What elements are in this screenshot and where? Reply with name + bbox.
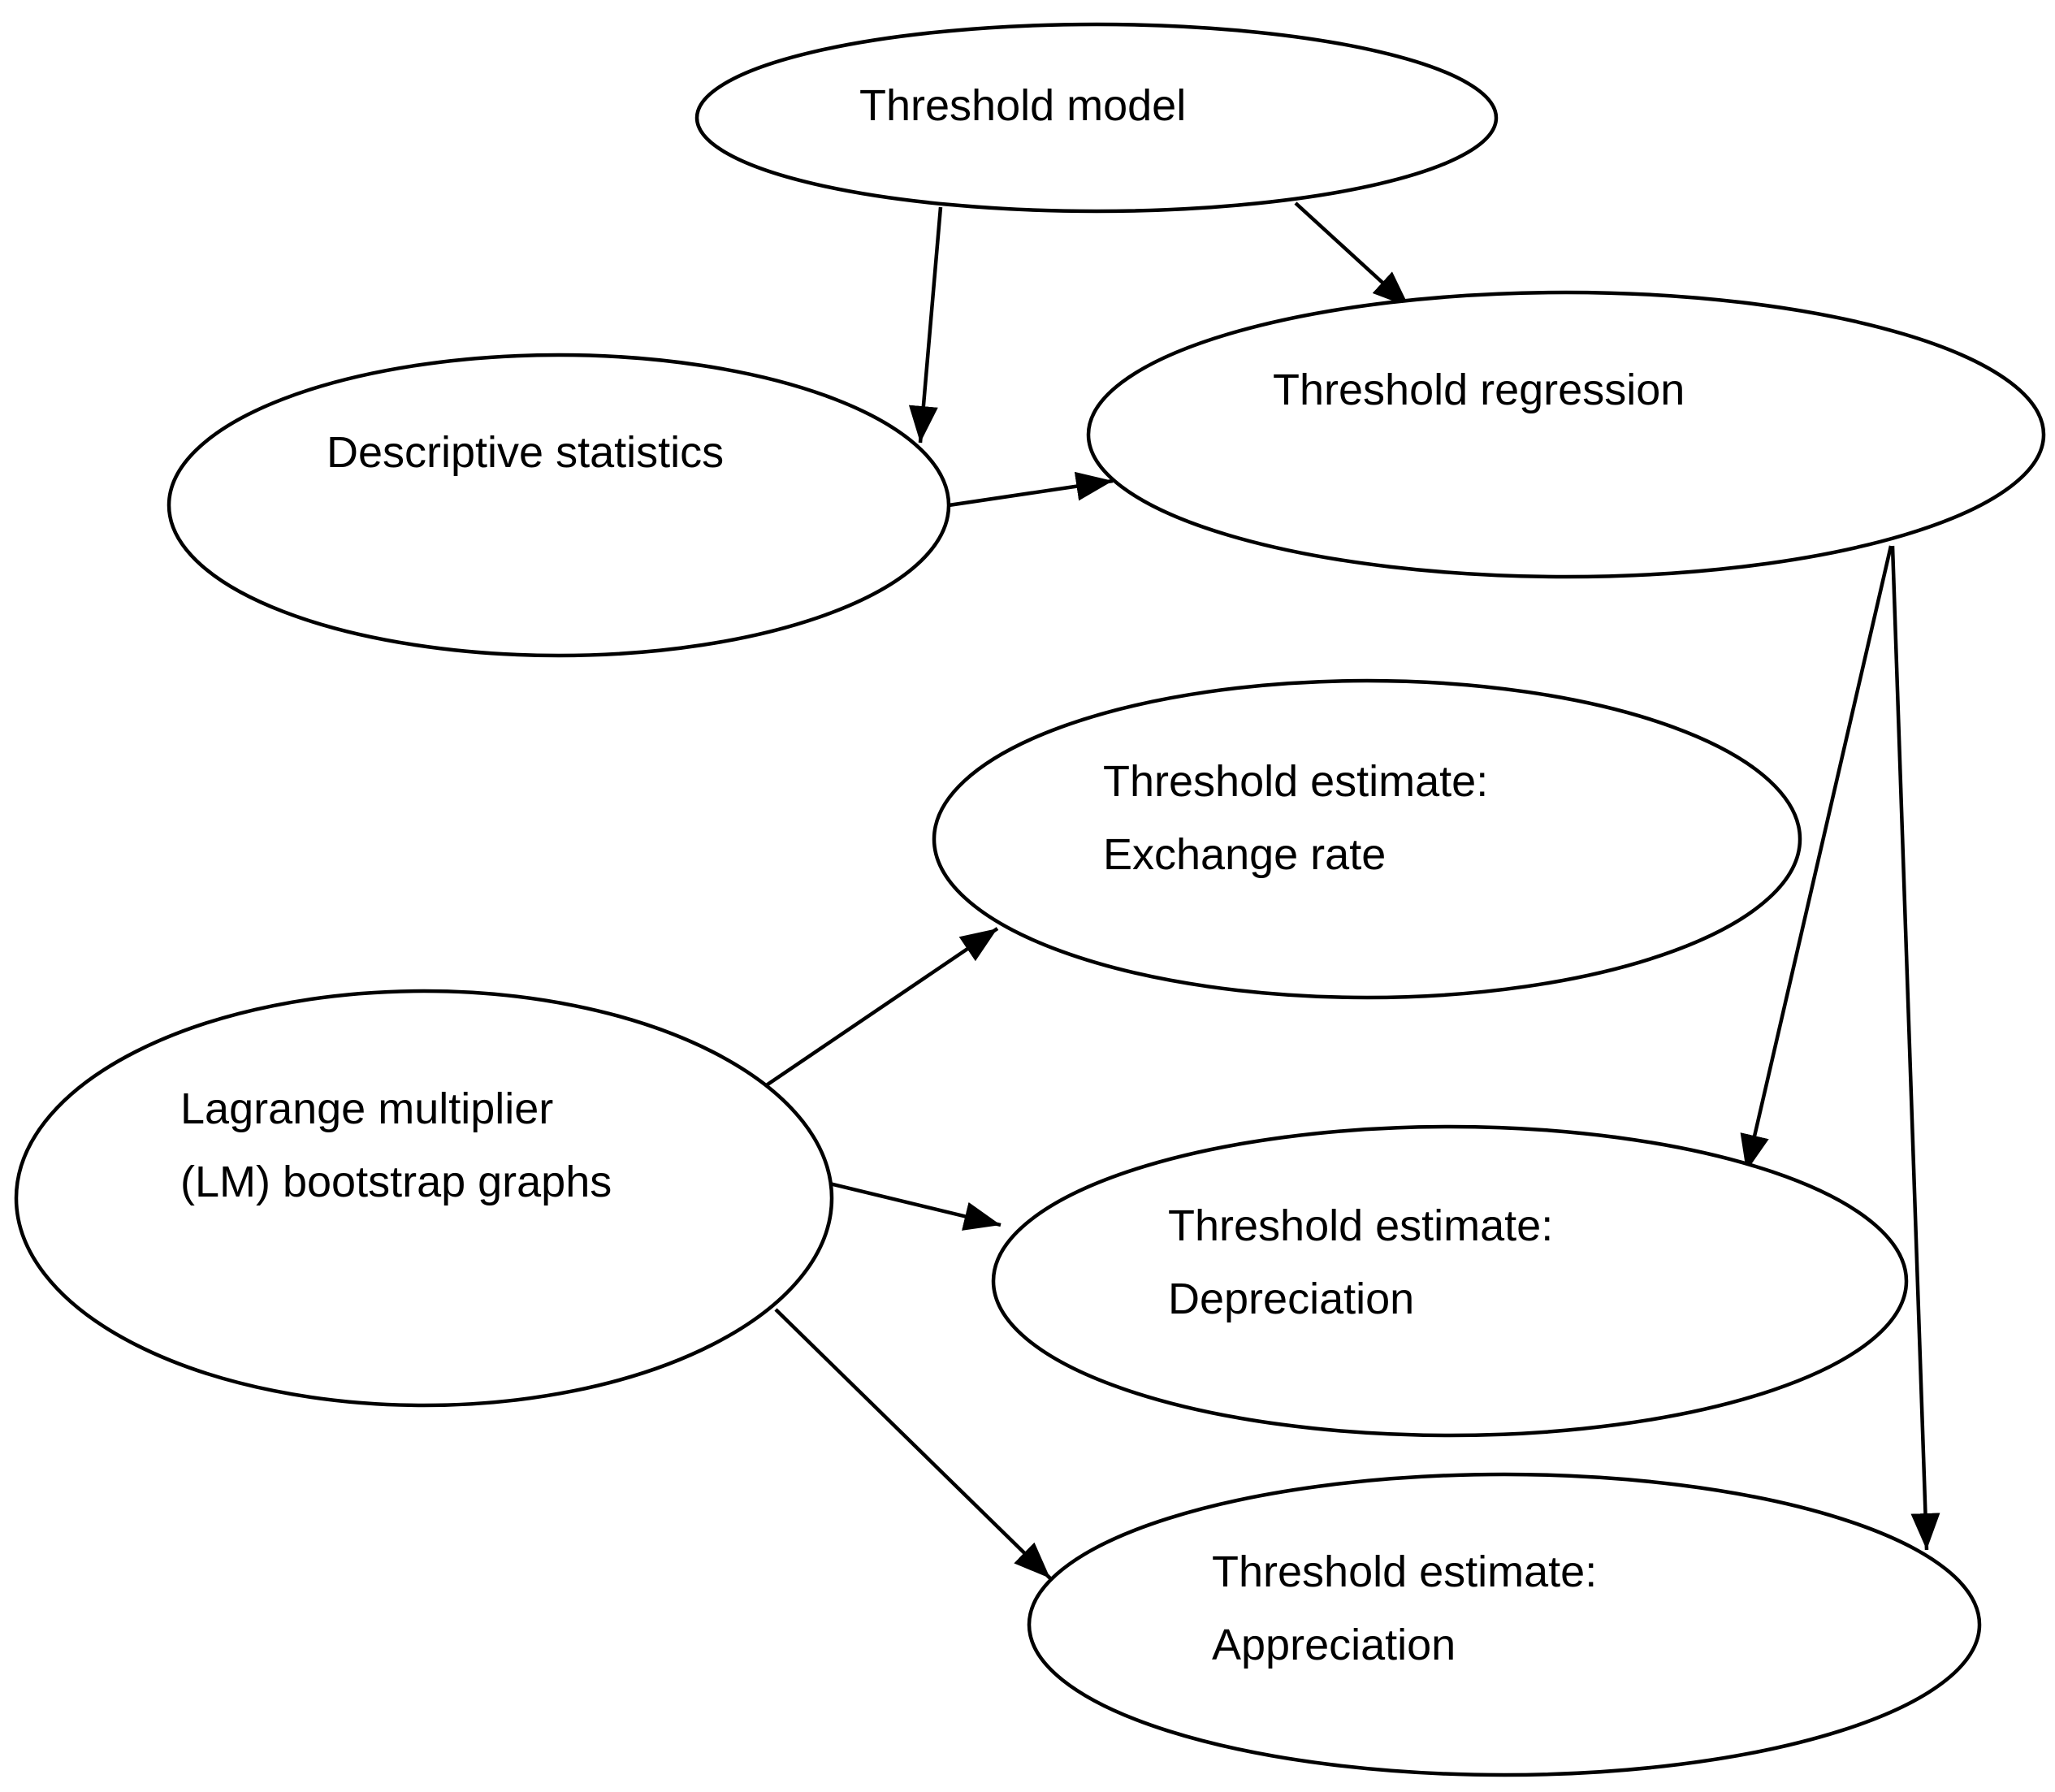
node-estimate-exchange-rate-line2: Exchange rate <box>1103 830 1386 879</box>
node-estimate-exchange-rate: Threshold estimate: Exchange rate <box>932 678 1802 1000</box>
node-threshold-model-label: Threshold model <box>859 81 1186 130</box>
edge-lm-to-depreciation <box>822 1180 1002 1231</box>
node-estimate-appreciation-shape <box>1027 1472 1982 1777</box>
node-descriptive-statistics-label: Descriptive statistics <box>327 428 724 477</box>
edge-lm-to-exchange-rate <box>764 927 999 1088</box>
node-descriptive-statistics: Descriptive statistics <box>167 353 951 658</box>
edge-lm-to-appreciation <box>774 1308 1052 1580</box>
edge-regression-to-appreciation <box>1890 545 1940 1551</box>
node-estimate-appreciation-line1: Threshold estimate: <box>1212 1547 1597 1596</box>
node-threshold-regression-label: Threshold regression <box>1273 366 1685 414</box>
node-lm-bootstrap-graphs-shape <box>14 989 834 1408</box>
node-estimate-depreciation-line2: Depreciation <box>1168 1275 1414 1323</box>
node-threshold-model: Threshold model <box>694 22 1499 214</box>
node-estimate-depreciation: Threshold estimate: Depreciation <box>991 1124 1909 1438</box>
node-estimate-appreciation: Threshold estimate: Appreciation <box>1027 1472 1982 1777</box>
edge-descriptive-to-regression <box>948 471 1114 508</box>
node-threshold-regression: Threshold regression <box>1086 290 2046 579</box>
node-estimate-exchange-rate-shape <box>932 678 1802 1000</box>
edge-regression-to-depreciation <box>1740 545 1893 1172</box>
node-threshold-regression-shape <box>1086 290 2046 579</box>
edge-model-to-regression <box>1294 201 1411 309</box>
edges <box>764 201 1940 1580</box>
node-estimate-depreciation-shape <box>991 1124 1909 1438</box>
node-estimate-exchange-rate-line1: Threshold estimate: <box>1103 757 1488 806</box>
edge-model-to-descriptive <box>908 206 943 444</box>
node-estimate-depreciation-line1: Threshold estimate: <box>1168 1201 1553 1250</box>
node-threshold-model-shape <box>694 22 1499 214</box>
node-descriptive-statistics-shape <box>167 353 951 658</box>
node-lm-bootstrap-graphs-line2: (LM) bootstrap graphs <box>180 1158 612 1206</box>
node-lm-bootstrap-graphs: Lagrange multiplier (LM) bootstrap graph… <box>14 989 834 1408</box>
node-estimate-appreciation-line2: Appreciation <box>1212 1621 1456 1669</box>
node-lm-bootstrap-graphs-line1: Lagrange multiplier <box>180 1084 553 1133</box>
